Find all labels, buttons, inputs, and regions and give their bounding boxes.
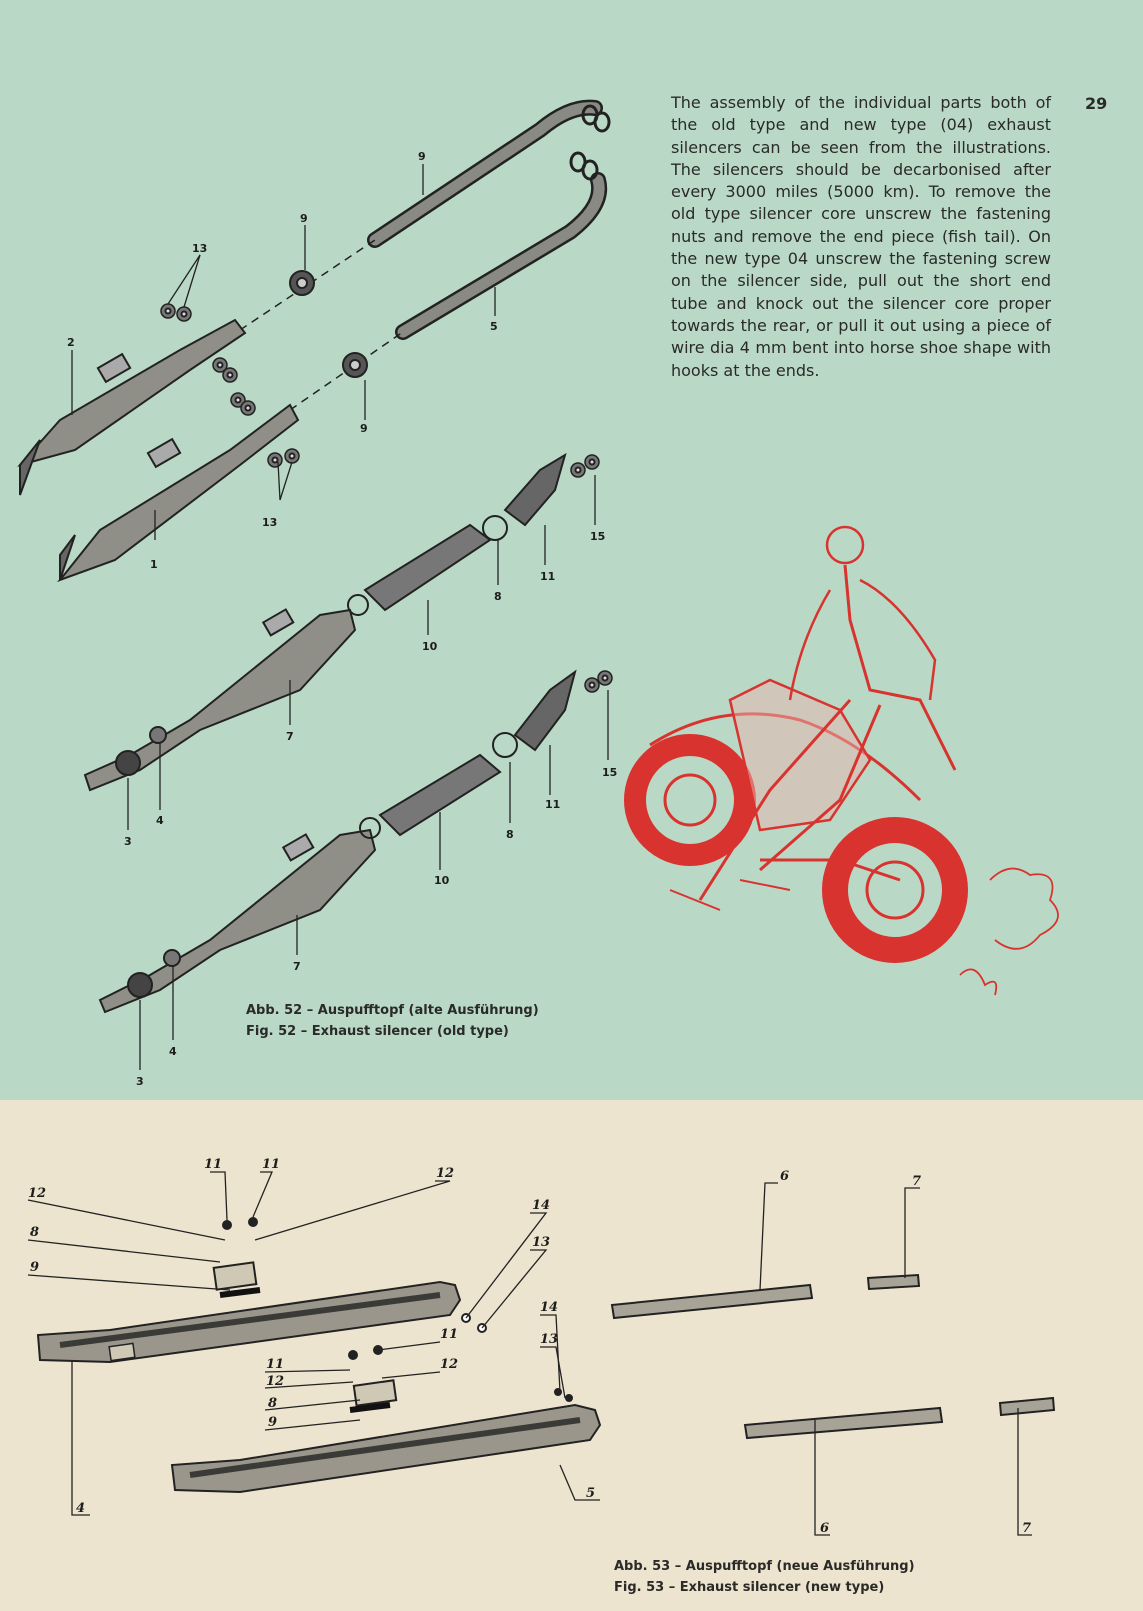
fig52-label: 9	[418, 150, 426, 163]
fig53-label: 13	[532, 1235, 550, 1250]
fig52-label: 10	[434, 874, 450, 887]
fig52-label: 11	[540, 570, 555, 583]
fig53-label: 11	[266, 1357, 284, 1372]
body-paragraph: The assembly of the individual parts bot…	[671, 93, 1051, 380]
fig53-label: 14	[532, 1198, 550, 1213]
fig52-label: 4	[156, 814, 164, 827]
fig52-labels: 9 5 9 9 13 2 1 13 10 8 11 15 7 3 4 15 11…	[67, 150, 617, 1088]
fig53-label: 13	[540, 1332, 558, 1347]
fig53-labels: 11 11 12 12 8 9 14 13 4 11 12 11 12 8 9 …	[28, 1157, 1031, 1536]
fig52-label: 10	[422, 640, 438, 653]
fig52-caption-de: Abb. 52 – Auspufftopf (alte Ausführung)	[246, 1003, 539, 1018]
fig53-label: 9	[268, 1415, 277, 1430]
fig52-label: 9	[360, 422, 368, 435]
fig53-label: 4	[76, 1501, 85, 1516]
fig52-label: 13	[192, 242, 207, 255]
fig52-label: 15	[590, 530, 605, 543]
fig53-caption-de: Abb. 53 – Auspufftopf (neue Ausführung)	[614, 1559, 915, 1574]
fig53-label: 11	[262, 1157, 280, 1172]
lower-cream-panel	[0, 1100, 1143, 1611]
fig53-label: 7	[1022, 1521, 1031, 1536]
fig53-label: 8	[30, 1225, 39, 1240]
fig53-drawing	[36, 1217, 1056, 1494]
fig52-drawing	[17, 99, 613, 1014]
fig52-label: 8	[506, 828, 514, 841]
fig53-leaders	[27, 1171, 1032, 1536]
fig53-label: 14	[540, 1300, 558, 1315]
page-number: 29	[1085, 94, 1108, 113]
fig53-label: 7	[912, 1174, 921, 1189]
fig52-label: 9	[300, 212, 308, 225]
fig52-caption: Abb. 52 – Auspufftopf (alte Ausführung) …	[246, 1000, 539, 1042]
fig53-label: 11	[204, 1157, 222, 1172]
fig52-label: 13	[262, 516, 277, 529]
fig52-label: 4	[169, 1045, 177, 1058]
fig53-label: 12	[266, 1374, 284, 1389]
fig52-label: 3	[124, 835, 132, 848]
fig52-leaders	[71, 164, 609, 1070]
fig52-caption-en: Fig. 52 – Exhaust silencer (old type)	[246, 1024, 509, 1039]
fig52-label: 8	[494, 590, 502, 603]
fig53-label: 12	[28, 1186, 46, 1201]
fig53-label: 8	[268, 1396, 277, 1411]
fig53-label: 12	[436, 1166, 454, 1181]
fig52-label: 15	[602, 766, 617, 779]
fig53-label: 5	[586, 1486, 595, 1501]
fig52-label: 5	[490, 320, 498, 333]
fig52-label: 2	[67, 336, 75, 349]
fig53-label: 11	[440, 1327, 458, 1342]
fig52-label: 3	[136, 1075, 144, 1088]
fig53-label: 6	[820, 1521, 829, 1536]
fig53-caption-en: Fig. 53 – Exhaust silencer (new type)	[614, 1580, 885, 1595]
fig53-caption: Abb. 53 – Auspufftopf (neue Ausführung) …	[614, 1556, 915, 1598]
fig53-label: 12	[440, 1357, 458, 1372]
motorcycle-sketch	[624, 525, 1059, 996]
fig52-label: 7	[286, 730, 294, 743]
fig52-label: 1	[150, 558, 158, 571]
fig52-label: 11	[545, 798, 560, 811]
fig53-label: 6	[780, 1169, 789, 1184]
fig52-label: 7	[293, 960, 301, 973]
fig53-label: 9	[30, 1260, 39, 1275]
